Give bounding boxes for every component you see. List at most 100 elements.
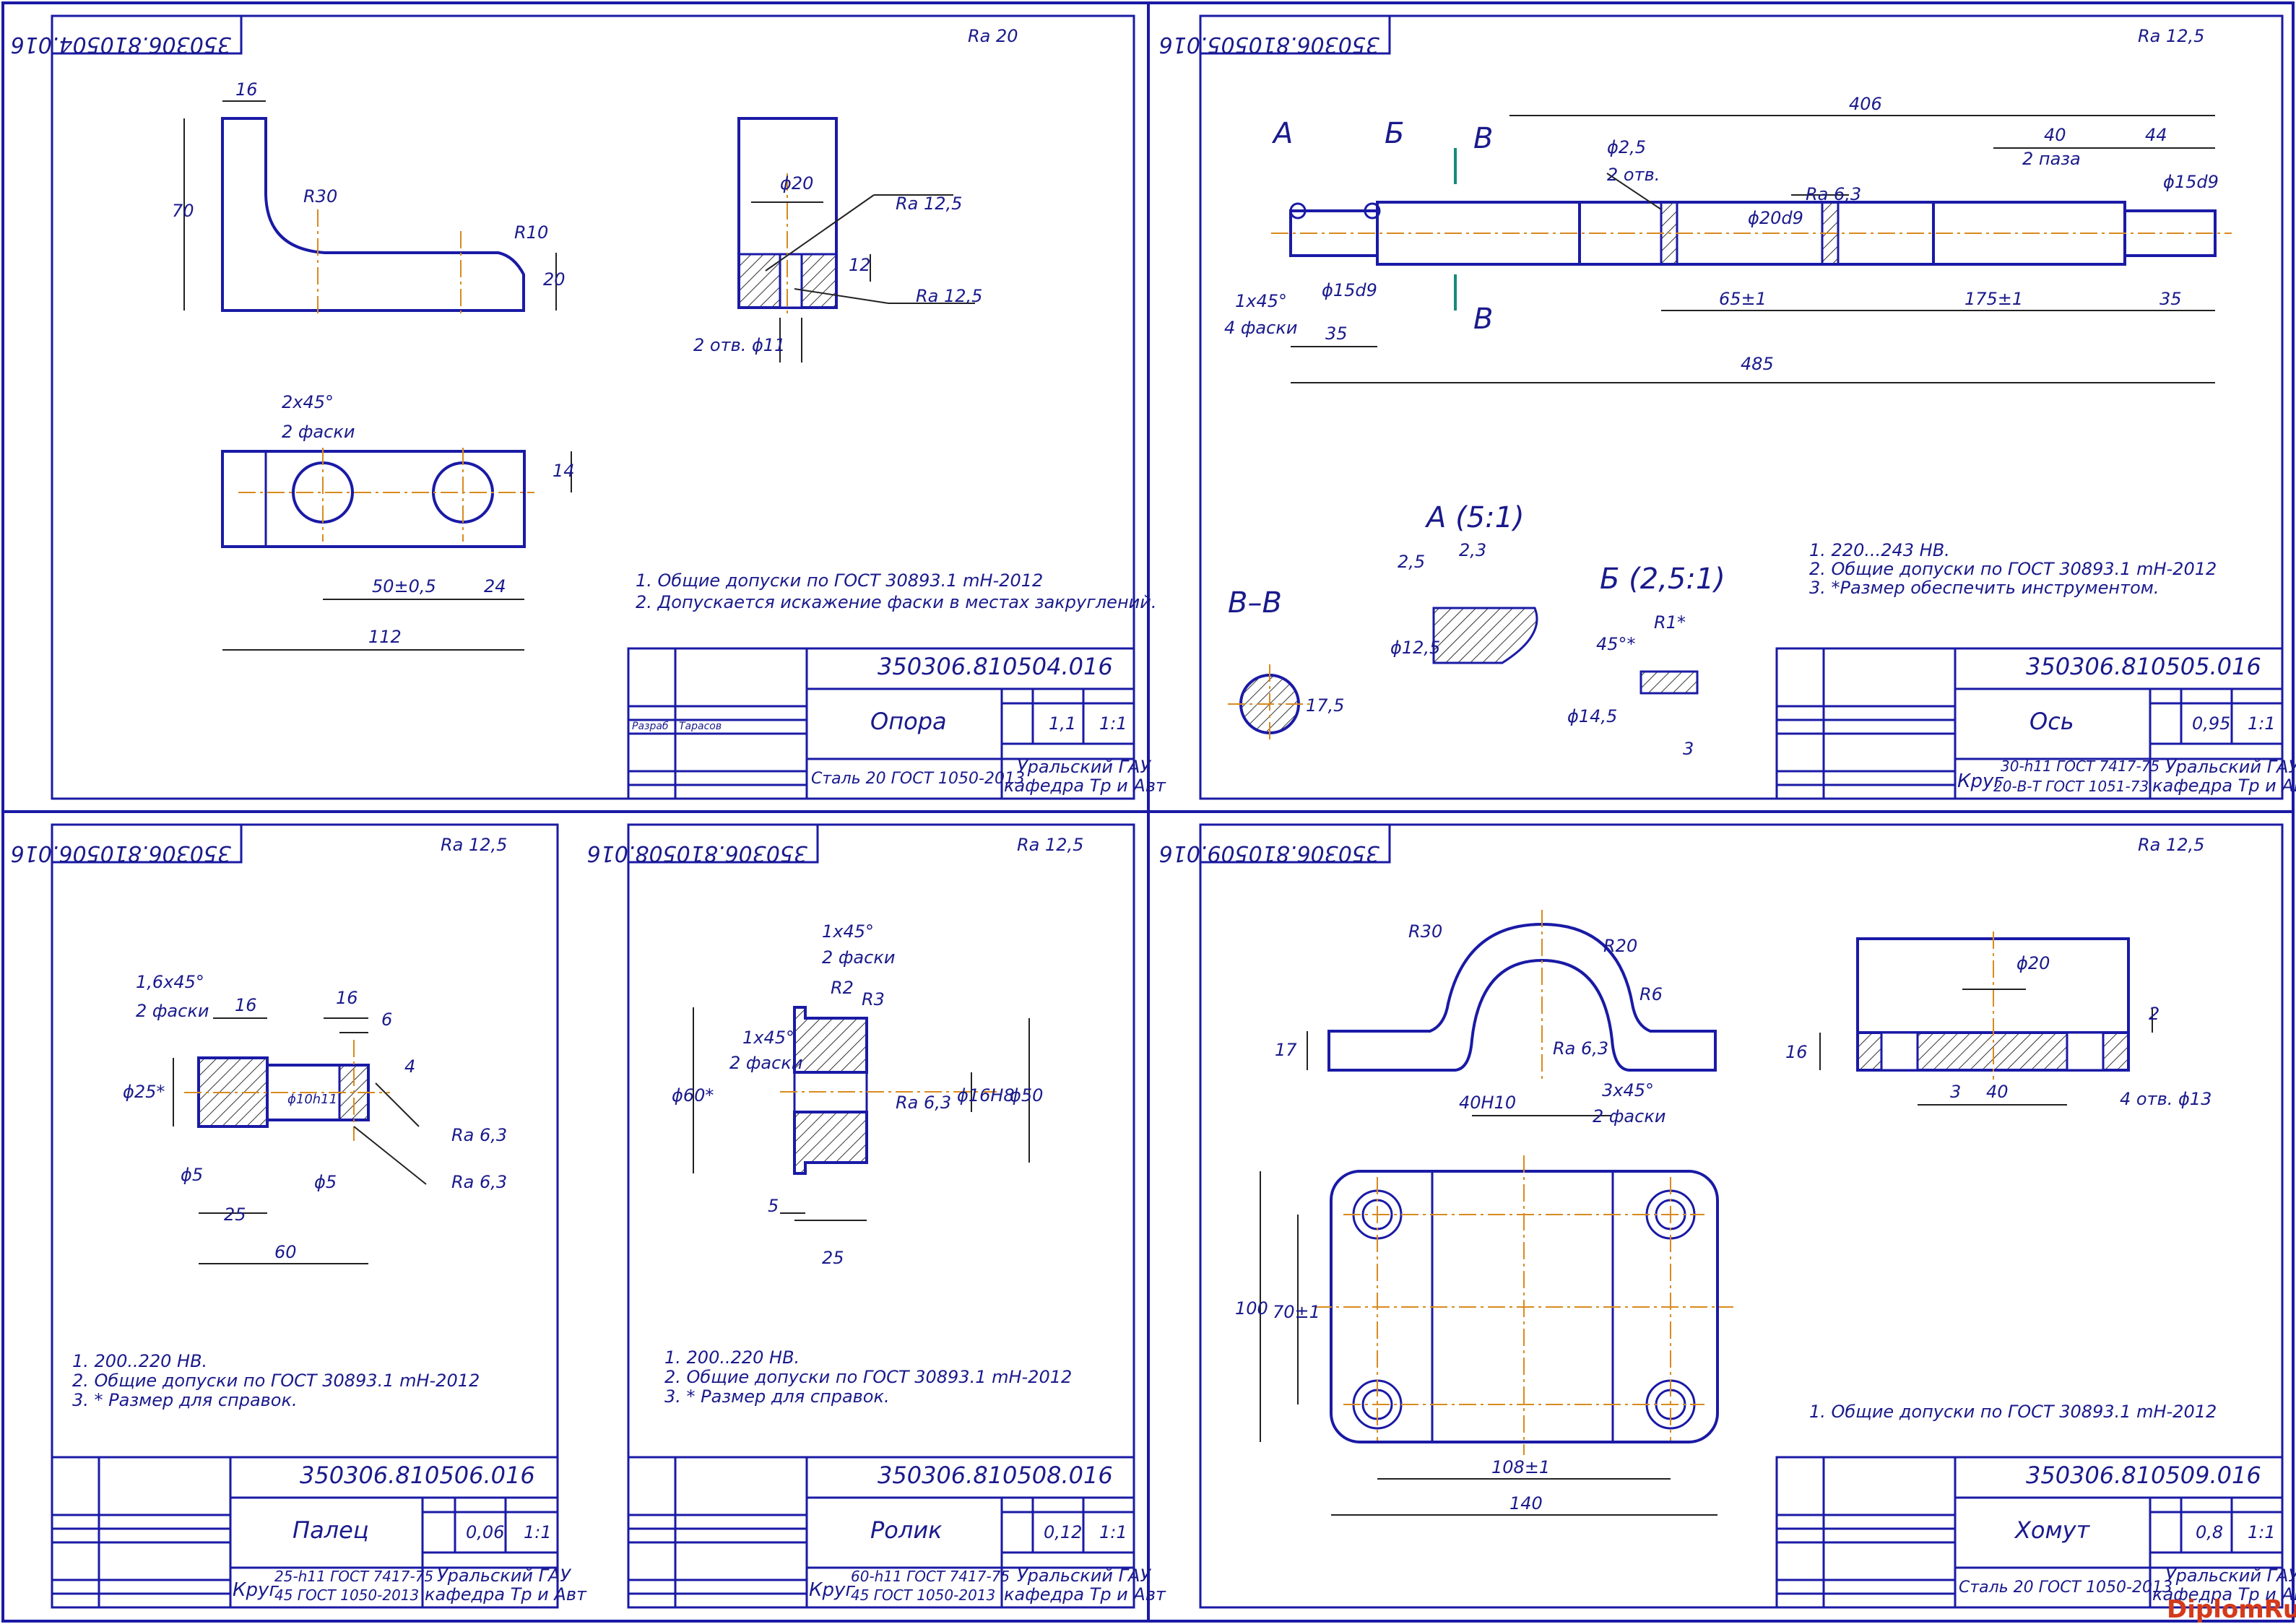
mirror-code-opora: 350306.810504.016 xyxy=(11,32,231,57)
dim-2-holes: 2 отв. xyxy=(1607,165,1660,185)
khomut-dimlines xyxy=(1260,989,2153,1516)
tb-org2: кафедра Тр и Авт xyxy=(1004,776,1166,796)
tb-material-prefix: Круг xyxy=(1957,770,2003,792)
dim-phi25: ϕ25* xyxy=(123,1082,165,1102)
dim-2-3: 2,3 xyxy=(1459,540,1486,560)
dim-chamfer: 3x45° xyxy=(1602,1080,1654,1100)
sheet-rolik xyxy=(627,823,1135,1609)
dim-12: 12 xyxy=(849,255,871,275)
dim-20: 20 xyxy=(543,269,566,290)
tb-mass: 0,8 xyxy=(2196,1522,2223,1542)
callout-A xyxy=(1289,202,1307,220)
tb-code: 350306.810508.016 xyxy=(878,1462,1113,1489)
tb-scale: 1:1 xyxy=(524,1522,552,1542)
dim-45: 45°* xyxy=(1596,634,1636,654)
tb-code: 350306.810505.016 xyxy=(2026,653,2261,680)
tb-code: 350306.810509.016 xyxy=(2026,1462,2261,1489)
tb-razrab: Разраб xyxy=(632,721,669,732)
tb-material-1: 30-h11 ГОСТ 7417-75 xyxy=(2001,757,2159,775)
code-box-mirrored xyxy=(51,14,243,55)
dim-25: 25 xyxy=(822,1248,844,1268)
ra-6-3: Ra 6,3 xyxy=(1806,184,1861,204)
note-1: 1. Общие допуски по ГОСТ 30893.1 mH-2012 xyxy=(636,570,1043,591)
os-text: Ra 12,5 А Б В В 406 40 44 2 паза ϕ2,5 2 … xyxy=(1224,26,2296,796)
dim-40: 40 xyxy=(1986,1082,2009,1102)
dim-140: 140 xyxy=(1509,1493,1543,1514)
tb-material-2: 45 ГОСТ 1050-2013 xyxy=(274,1586,419,1604)
mirror-code-palets: 350306.810506.016 xyxy=(11,841,231,866)
dim-chamfer-count: 2 фаски xyxy=(136,1001,209,1021)
label-V-top: В xyxy=(1473,122,1493,155)
opora-side-view xyxy=(221,117,525,312)
tb-org2: кафедра Тр и Авт xyxy=(2152,1584,2296,1605)
dim-112: 112 xyxy=(368,627,402,647)
tb-material: Сталь 20 ГОСТ 1050-2013 xyxy=(811,770,1025,788)
dim-35-right: 35 xyxy=(2159,289,2182,309)
dim-175: 175±1 xyxy=(1964,289,2023,309)
opora-text: Ra 20 16 70 R30 R10 20 ϕ20 Ra 12,5 12 Ra… xyxy=(172,26,1166,796)
tb-scale: 1:1 xyxy=(1099,713,1127,734)
dim-40H10: 40H10 xyxy=(1459,1093,1516,1113)
sheet-frame xyxy=(627,823,1135,1609)
tb-mass: 0,12 xyxy=(1044,1522,1082,1542)
sheet-opora xyxy=(51,14,1135,800)
mirror-code-khomut: 350306.810509.016 xyxy=(1159,841,1379,866)
dim-16: 16 xyxy=(1785,1042,1808,1062)
opora-plan-view xyxy=(221,450,526,548)
sheet-frame xyxy=(51,823,559,1609)
note-2: 2. Общие допуски по ГОСТ 30893.1 mH-2012 xyxy=(664,1367,1072,1387)
dim-phi20: ϕ20 xyxy=(2016,953,2050,973)
dim-25: 25 xyxy=(224,1204,246,1225)
dim-16a: 16 xyxy=(235,995,257,1015)
tb-material-1: 60-h11 ГОСТ 7417-75 xyxy=(851,1568,1010,1585)
tb-mass: 0,06 xyxy=(466,1522,504,1542)
dim-chamfer-2-count: 2 фаски xyxy=(729,1053,802,1073)
tb-org1: Уральский ГАУ xyxy=(437,1566,571,1586)
note-3: 3. * Размер для справок. xyxy=(72,1390,298,1410)
dim-phi14-5: ϕ14,5 xyxy=(1567,706,1617,726)
tb-name: Опора xyxy=(870,708,947,735)
dim-17: 17 xyxy=(1275,1040,1297,1060)
dim-14: 14 xyxy=(553,461,575,481)
opora-dimlines xyxy=(183,100,975,651)
note-1: 1. 220...243 HB. xyxy=(1809,540,1950,560)
roller-lower-section xyxy=(793,1111,868,1175)
note-1: 1. 200..220 HB. xyxy=(664,1347,800,1368)
tb-name: Палец xyxy=(293,1516,369,1544)
dim-chamfer-1: 1x45° xyxy=(822,921,874,942)
tb-scale: 1:1 xyxy=(1099,1522,1127,1542)
dim-r30: R30 xyxy=(303,186,337,207)
opora-hole-section xyxy=(779,253,803,309)
note-3: 3. * Размер для справок. xyxy=(664,1386,890,1407)
ra-6-3: Ra 6,3 xyxy=(896,1093,951,1113)
tb-material-2: 45 ГОСТ 1050-2013 xyxy=(851,1586,995,1604)
ra-12-5-a: Ra 12,5 xyxy=(896,194,962,214)
rolik-text: Ra 12,5 1x45° 2 фаски R2 R3 1x45° 2 фаск… xyxy=(664,835,1166,1605)
os-dimlines xyxy=(1291,115,2215,383)
dim-6: 6 xyxy=(381,1009,392,1030)
dim-16b: 16 xyxy=(336,988,358,1008)
dim-chamfer: 1x45° xyxy=(1235,291,1287,311)
opora-centerlines xyxy=(238,173,788,542)
sheet-frame xyxy=(51,14,1135,800)
mirrored-codes: 350306.810504.016 350306.810505.016 3503… xyxy=(11,32,1379,866)
dim-chamfer: 1,6x45° xyxy=(136,972,204,992)
dim-108: 108±1 xyxy=(1491,1457,1550,1477)
dim-chamfer-2: 1x45° xyxy=(742,1028,794,1048)
label-V-bottom: В xyxy=(1473,303,1493,336)
dim-phi20d9: ϕ20d9 xyxy=(1748,208,1803,228)
palets-dimlines xyxy=(173,1017,427,1264)
roller-upper-section xyxy=(793,1006,868,1074)
dim-phi15d9-right: ϕ15d9 xyxy=(2163,172,2219,192)
tb-name: Ролик xyxy=(870,1516,943,1544)
sheet-frame xyxy=(1199,823,2284,1609)
ra-12-5-b: Ra 12,5 xyxy=(916,286,982,306)
detail-A-label: А (5:1) xyxy=(1424,501,1525,534)
dim-chamfer-1-count: 2 фаски xyxy=(822,947,895,968)
tb-org1: Уральский ГАУ xyxy=(1017,757,1151,777)
ra-6-3-b: Ra 6,3 xyxy=(451,1172,507,1192)
palets-centerlines xyxy=(184,1040,390,1141)
sheet-palets xyxy=(51,823,559,1609)
title-block xyxy=(1775,647,2284,800)
tb-razrab-name: Тарасов xyxy=(679,721,722,732)
